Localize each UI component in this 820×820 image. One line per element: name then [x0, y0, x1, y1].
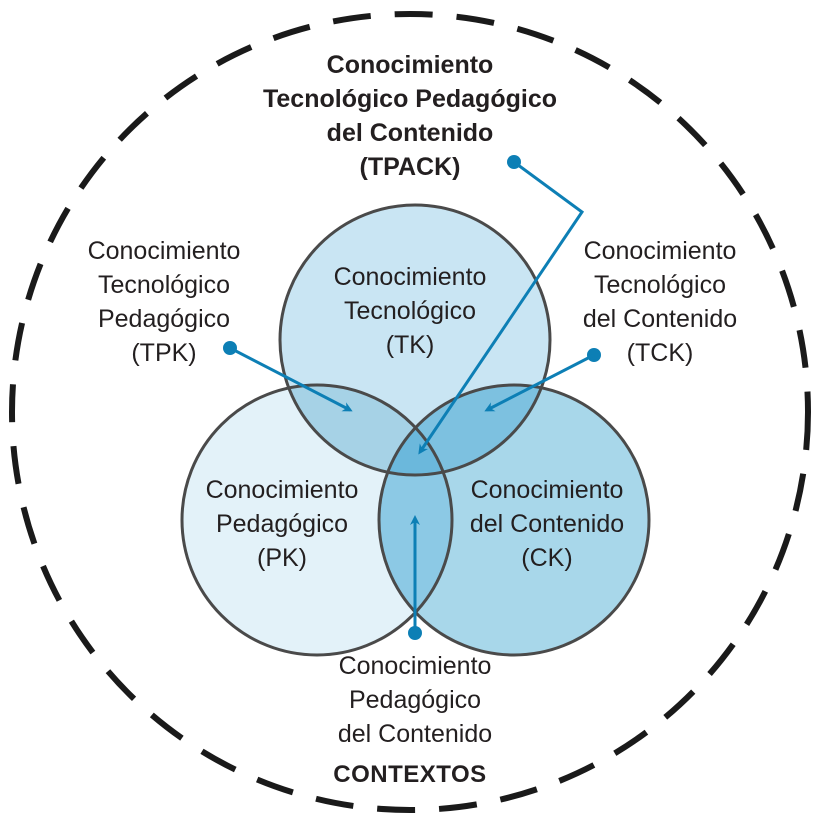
tk-circle-outline	[278, 203, 552, 477]
tck-label: Conocimiento Tecnológico del Contenido (…	[550, 234, 770, 370]
tk-label-line-3: (TK)	[385, 331, 435, 359]
tck-label-line-1: Conocimiento	[583, 237, 737, 265]
tpk-leader-arrow	[229, 346, 353, 412]
tpk-label: Conocimiento Tecnológico Pedagógico (TPK…	[54, 234, 274, 370]
tk-label: Conocimiento Tecnológico (TK)	[300, 260, 520, 362]
tpk-label-line-1: Conocimiento	[87, 237, 241, 265]
tpk-label-line-3: Pedagógico	[97, 305, 231, 333]
tck-label-line-3: del Contenido	[582, 305, 738, 333]
tck-overlap-region	[379, 385, 550, 475]
tck-label-line-4: (TCK)	[626, 339, 694, 367]
ck-label: Conocimiento del Contenido (CK)	[437, 473, 657, 575]
tk-label-line-2: Tecnológico	[343, 297, 477, 325]
ck-label-line-3: (CK)	[521, 544, 573, 572]
pk-label-line-1: Conocimiento	[205, 476, 359, 504]
ck-circle-outline	[377, 383, 651, 657]
tpk-overlap-region	[280, 385, 452, 475]
tpack-leader-arrow	[418, 160, 585, 455]
context-dashed-ring	[9, 11, 811, 813]
tpack-label-line-1: Conocimiento	[326, 51, 494, 79]
tpack-label-line-2: Tecnológico Pedagógico	[262, 85, 557, 113]
pk-label-line-2: Pedagógico	[215, 510, 349, 538]
tk-label-line-1: Conocimiento	[333, 263, 487, 291]
pck-label: Conocimiento Pedagógico del Contenido	[305, 649, 525, 751]
contextos-label: CONTEXTOS	[333, 761, 487, 788]
pck-label-line-1: Conocimiento	[338, 652, 492, 680]
tck-label-line-2: Tecnológico	[593, 271, 727, 299]
pck-label-line-2: Pedagógico	[348, 686, 482, 714]
pck-label-line-3: del Contenido	[337, 720, 493, 748]
pk-label: Conocimiento Pedagógico (PK)	[172, 473, 392, 575]
tpk-label-line-2: Tecnológico	[97, 271, 231, 299]
tpack-label: Conocimiento Tecnológico Pedagógico del …	[210, 48, 610, 184]
ck-label-line-2: del Contenido	[469, 510, 625, 538]
tck-leader-arrow	[484, 353, 595, 412]
tpk-label-line-4: (TPK)	[131, 339, 197, 367]
pk-circle-outline	[180, 383, 454, 657]
tpack-label-line-3: del Contenido	[326, 119, 494, 147]
pk-label-line-3: (PK)	[257, 544, 307, 572]
tpack-label-line-4: (TPACK)	[359, 153, 461, 181]
ck-label-line-1: Conocimiento	[470, 476, 624, 504]
